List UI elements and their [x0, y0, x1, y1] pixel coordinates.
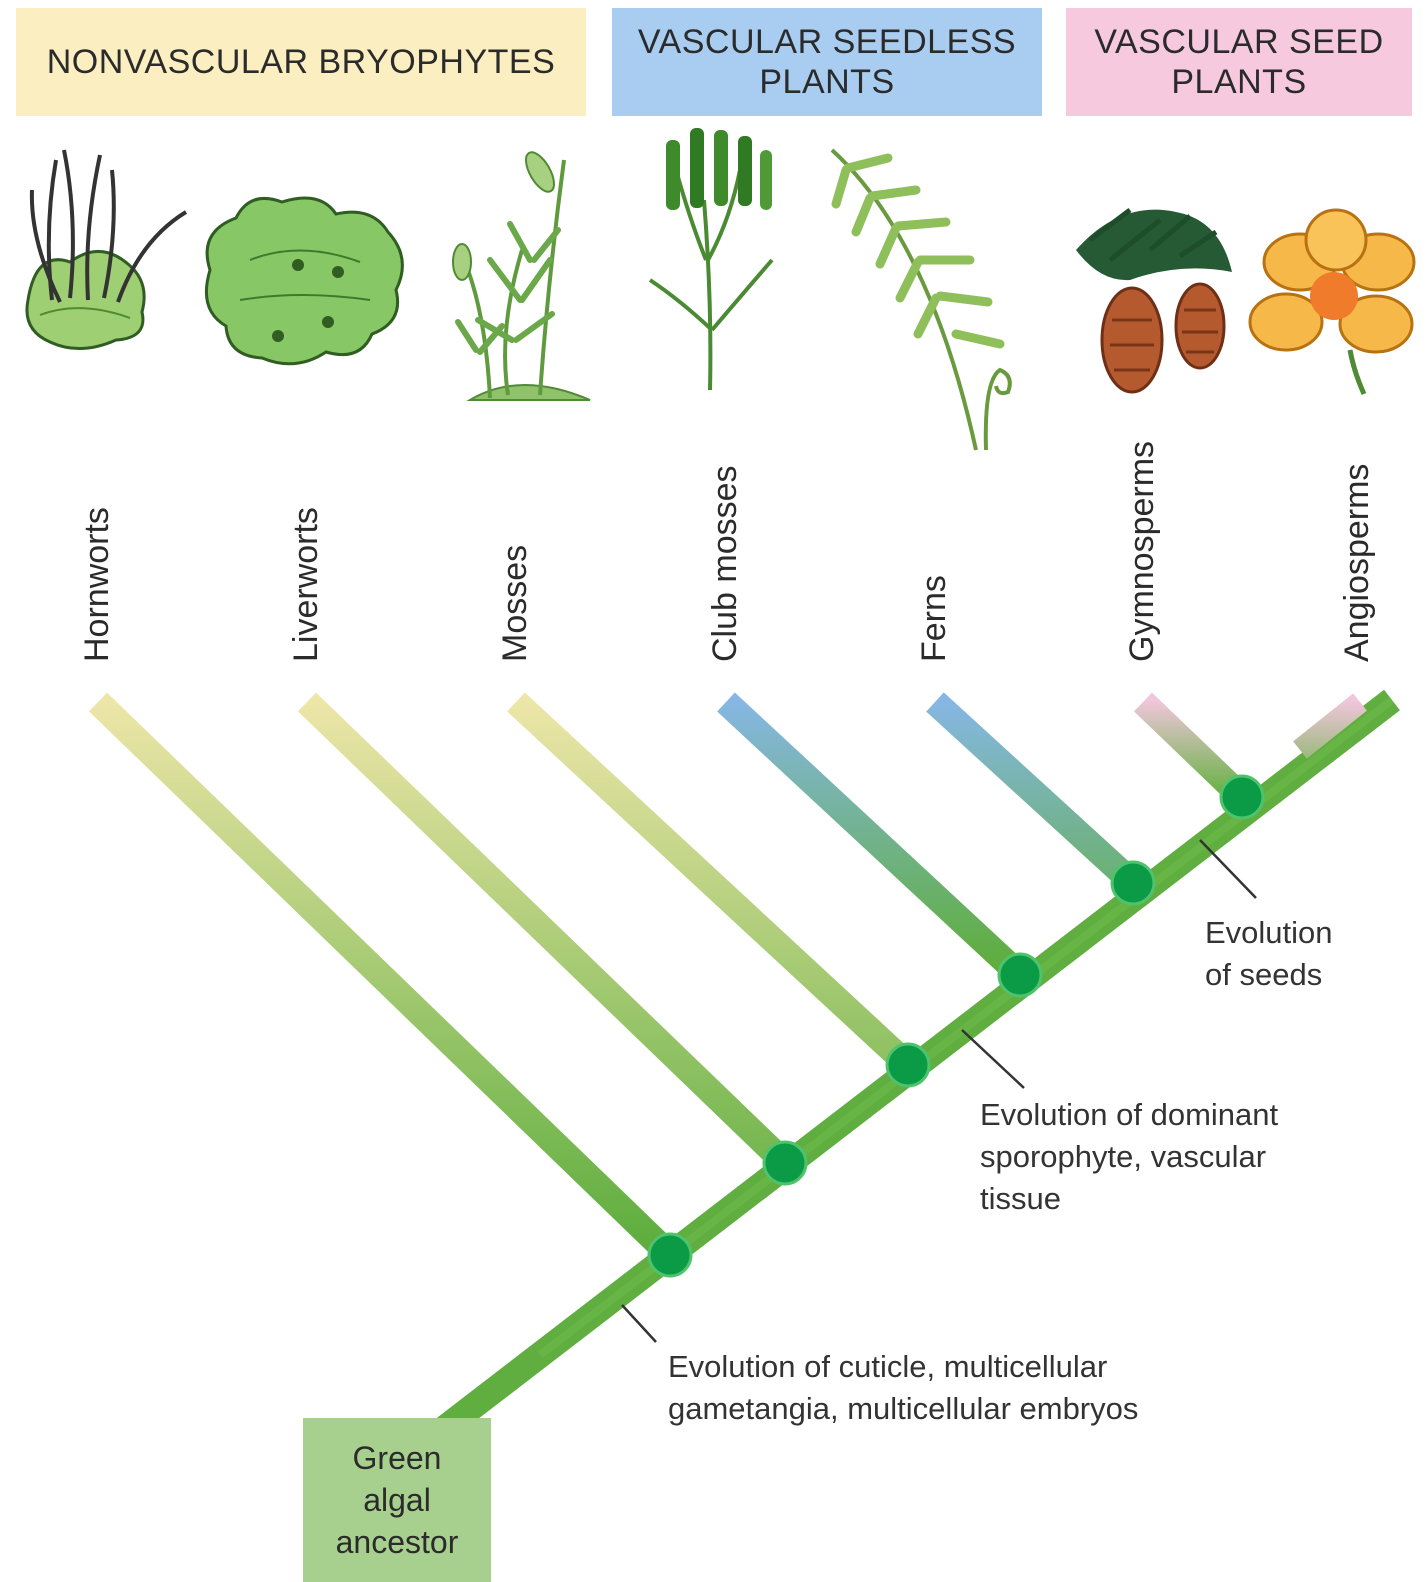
node-liverwort-split: [764, 1142, 806, 1184]
taxon-label-ferns: Ferns: [915, 575, 954, 662]
taxon-label-hornworts: Hornworts: [78, 507, 117, 662]
annotation-seeds: Evolution of seeds: [1205, 912, 1333, 996]
taxon-label-angiosperms: Angiosperms: [1338, 464, 1377, 662]
branch-mosses: [516, 702, 908, 1065]
annotation-cuticle: Evolution of cuticle, multicellular game…: [668, 1346, 1138, 1430]
branch-ferns: [935, 702, 1133, 883]
branch-liverworts: [307, 702, 785, 1163]
taxon-label-mosses: Mosses: [496, 545, 535, 662]
hornwort-illustration: [27, 150, 186, 349]
node-vascular: [999, 954, 1041, 996]
taxon-label-liverworts: Liverworts: [287, 507, 326, 662]
node-land-plants: [649, 1234, 691, 1276]
gymnosperm-illustration: [1076, 210, 1232, 392]
club-moss-illustration: [650, 128, 772, 390]
annotation-sporophyte: Evolution of dominant sporophyte, vascul…: [980, 1094, 1278, 1220]
pointer-sporophyte: [962, 1030, 1024, 1088]
liverwort-illustration: [206, 198, 402, 364]
node-seed-plants: [1221, 776, 1263, 818]
angiosperm-illustration: [1250, 210, 1414, 394]
pointer-seeds: [1200, 840, 1256, 898]
moss-illustration: [453, 148, 590, 400]
green-algal-ancestor-box: Green algal ancestor: [303, 1418, 491, 1582]
green-algal-ancestor-label: Green algal ancestor: [336, 1437, 459, 1563]
fern-illustration: [832, 150, 1010, 450]
taxon-label-club-mosses: Club mosses: [706, 465, 745, 662]
pointer-cuticle: [622, 1305, 656, 1342]
node-fern-split: [1112, 862, 1154, 904]
taxon-label-gymnosperms: Gymnosperms: [1123, 441, 1162, 662]
node-moss-split: [887, 1044, 929, 1086]
